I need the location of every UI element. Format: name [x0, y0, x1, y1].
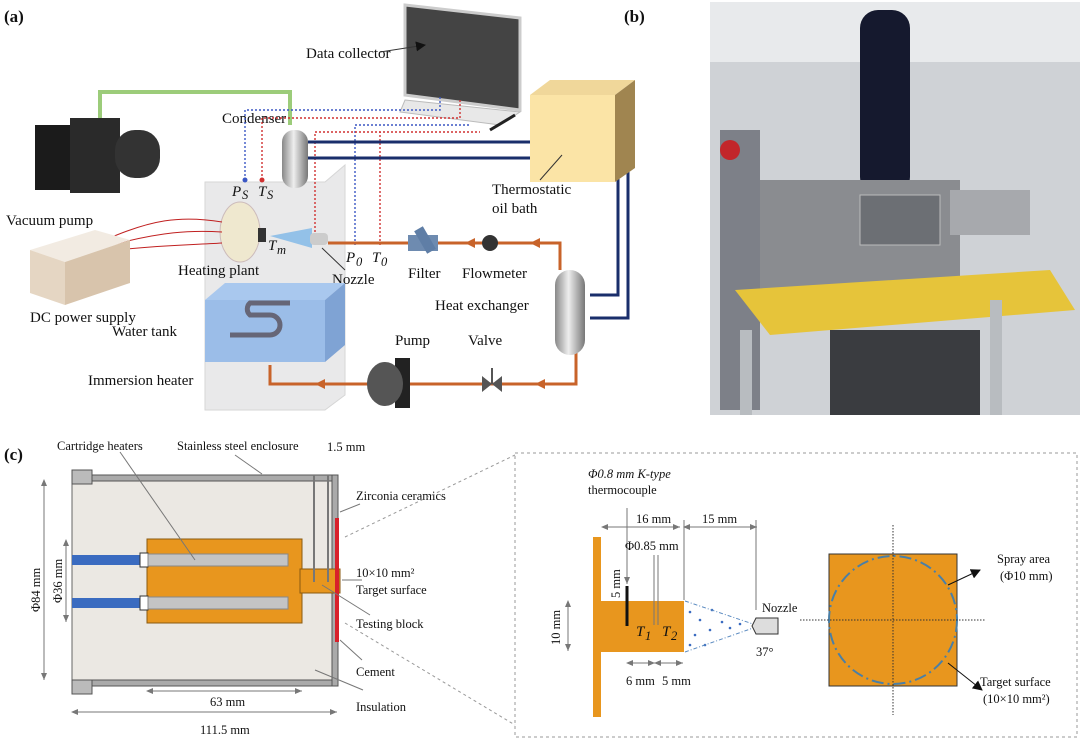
panel-label-a: (a): [4, 7, 24, 26]
label-insulation: Insulation: [356, 700, 407, 714]
label-heating-plant: Heating plant: [178, 263, 260, 279]
label-target-1: Target surface: [980, 675, 1051, 689]
panel-c-detail: Φ0.8 mm K-type thermocouple 16 mm 15 mm …: [514, 452, 1078, 738]
dim-16mm: 16 mm: [636, 512, 671, 526]
svg-text:T: T: [268, 238, 278, 254]
svg-text:P: P: [345, 250, 355, 266]
svg-text:0: 0: [381, 255, 388, 269]
label-flowmeter: Flowmeter: [462, 266, 527, 282]
label-cartridge-heaters: Cartridge heaters: [57, 439, 143, 453]
thermostatic-oil-bath: [530, 80, 635, 182]
svg-text:P: P: [231, 184, 241, 200]
label-heat-exchanger: Heat exchanger: [435, 298, 529, 314]
pump: [367, 358, 410, 408]
svg-text:T: T: [372, 250, 382, 266]
label-angle: 37°: [756, 645, 774, 659]
dim-111-5mm: 111.5 mm: [200, 723, 250, 737]
label-target-surface: Target surface: [356, 583, 427, 597]
dim-6mm: 6 mm: [626, 674, 655, 688]
panel-label-c: (c): [4, 445, 23, 464]
svg-text:T: T: [636, 624, 646, 640]
condenser: [282, 130, 308, 188]
label-thermocouple-2: thermocouple: [588, 483, 657, 497]
cable: [72, 555, 142, 565]
label-valve: Valve: [468, 333, 502, 349]
label-enclosure: Stainless steel enclosure: [177, 439, 299, 453]
label-spray-area-1: Spray area: [997, 552, 1051, 566]
svg-text:T: T: [258, 184, 268, 200]
valve: [482, 368, 502, 392]
label-thermostatic-1: Thermostatic: [492, 182, 571, 198]
dim-63mm: 63 mm: [210, 695, 245, 709]
label-spray-area-2: (Φ10 mm): [1000, 569, 1053, 583]
label-vacuum-pump: Vacuum pump: [6, 213, 93, 229]
label-pump: Pump: [395, 333, 430, 349]
panel-b: (b): [624, 2, 1080, 415]
nozzle-detail: [751, 617, 779, 635]
label-cement: Cement: [356, 665, 395, 679]
label-thermostatic-2: oil bath: [492, 201, 538, 217]
experimental-setup-photo: [710, 2, 1080, 415]
svg-text:S: S: [242, 188, 249, 202]
signal-lines: [244, 95, 480, 245]
dim-5mm-vertical: 5 mm: [609, 569, 623, 598]
label-thermocouple-1: Φ0.8 mm K-type: [588, 467, 671, 481]
vacuum-line: [98, 90, 292, 135]
dim-36mm: Φ36 mm: [51, 559, 65, 603]
dim-84mm: Φ84 mm: [29, 568, 43, 612]
label-immersion-heater: Immersion heater: [88, 373, 193, 389]
water-tank: [205, 283, 345, 362]
label-water-tank: Water tank: [112, 324, 178, 340]
dim-1-5mm: 1.5 mm: [327, 440, 365, 454]
label-filter: Filter: [408, 266, 441, 282]
cable: [72, 598, 142, 608]
dim-0-85mm: Φ0.85 mm: [625, 539, 679, 553]
svg-text:0: 0: [356, 255, 363, 269]
heat-exchanger: [555, 270, 585, 355]
panel-a: (a) Data collector Vacuum pump Condenser: [4, 3, 635, 411]
label-zirconia: Zirconia ceramics: [356, 489, 446, 503]
svg-text:S: S: [267, 188, 274, 202]
vacuum-pump: [35, 118, 160, 193]
svg-text:2: 2: [671, 629, 677, 643]
dim-5mm: 5 mm: [662, 674, 691, 688]
dc-power-supply: [30, 230, 130, 305]
filter: [408, 226, 438, 254]
label-testing-block: Testing block: [356, 617, 424, 631]
svg-text:T: T: [662, 624, 672, 640]
panel-label-b: (b): [624, 7, 645, 26]
water-lines: [268, 241, 578, 386]
testing-block-detail: [601, 601, 684, 652]
heating-plant: [219, 201, 261, 263]
panel-c-left: (c) Cartridge heaters: [4, 439, 516, 737]
dim-15mm: 15 mm: [702, 512, 737, 526]
label-condenser: Condenser: [222, 111, 286, 127]
label-target-2: (10×10 mm²): [983, 692, 1050, 706]
label-dc-power: DC power supply: [30, 310, 136, 326]
dim-10mm: 10 mm: [549, 610, 563, 645]
testing-block: [299, 568, 341, 594]
label-data-collector: Data collector: [306, 46, 391, 62]
svg-text:m: m: [277, 243, 286, 257]
copper-block: [146, 538, 303, 624]
cement: [335, 518, 339, 642]
label-area: 10×10 mm²: [356, 566, 415, 580]
cartridge-heater: [147, 553, 289, 567]
svg-text:1: 1: [645, 629, 651, 643]
data-collector-monitor: [399, 3, 522, 132]
label-nozzle-detail: Nozzle: [762, 601, 798, 615]
cartridge-heater: [147, 596, 289, 610]
flowmeter: [482, 235, 498, 251]
